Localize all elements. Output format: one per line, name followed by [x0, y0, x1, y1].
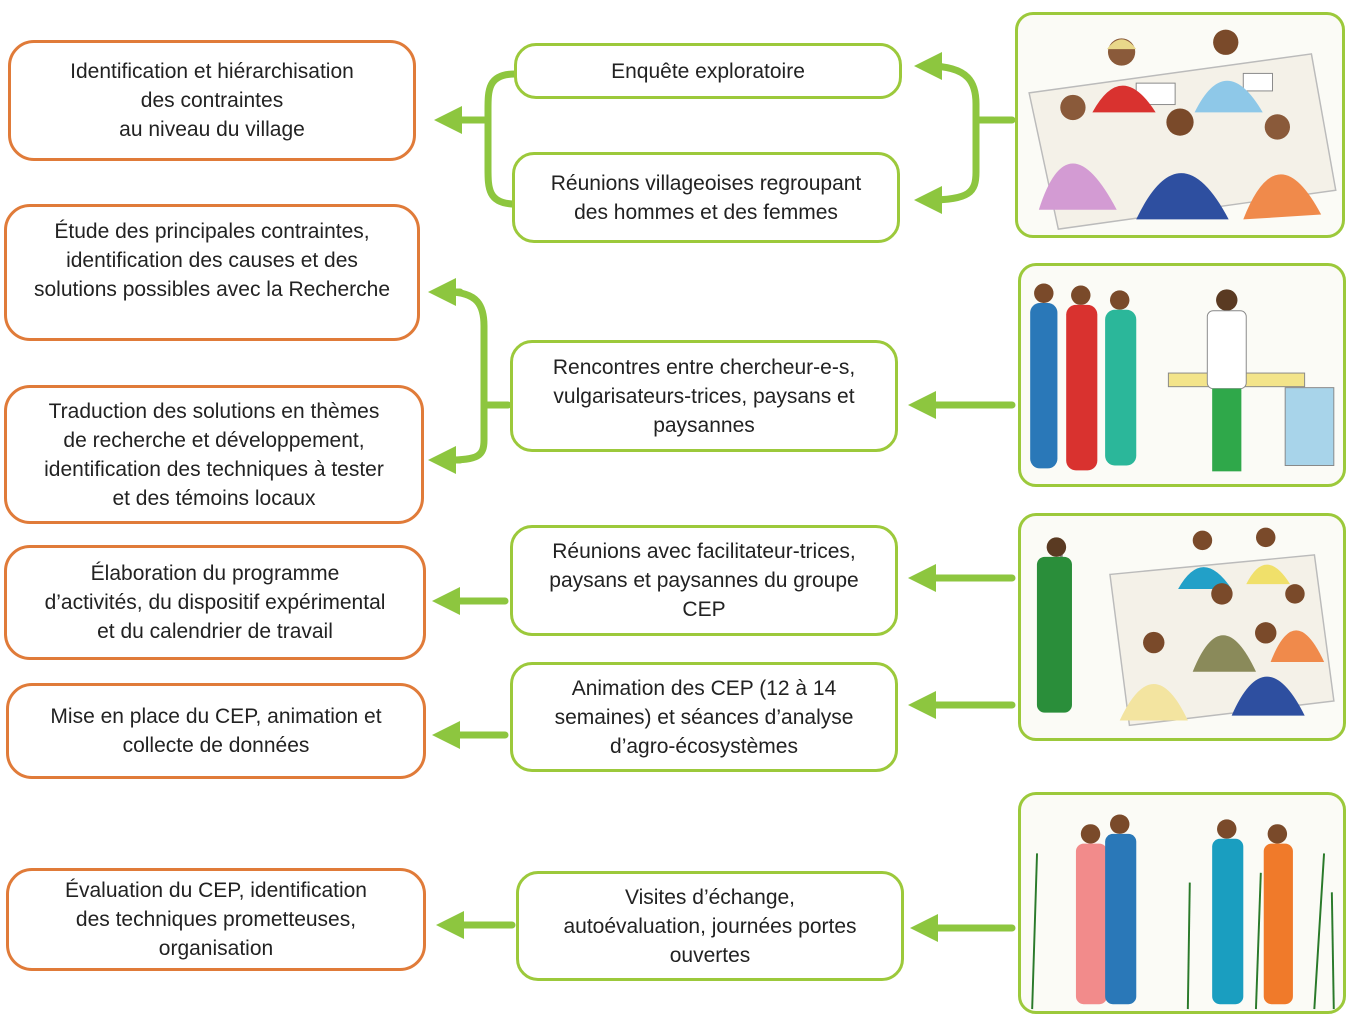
step-5-box: Mise en place du CEP, animation et colle…	[6, 683, 426, 779]
step-1-box: Identification et hiérarchisation des co…	[8, 40, 416, 161]
activity-4-box: Réunions avec facilitateur-trices, paysa…	[510, 525, 898, 636]
activity-6-box: Visites d’échange, autoévaluation, journ…	[516, 871, 904, 981]
step-2-box: Étude des principales contraintes, ident…	[4, 204, 420, 341]
step-6-box: Évaluation du CEP, identification des te…	[6, 868, 426, 971]
researchers-meeting-illustration	[1018, 263, 1346, 487]
step-3-text: Traduction des solutions en thèmes de re…	[44, 399, 384, 510]
field-school-session-illustration	[1018, 513, 1346, 741]
bracket-arrow-2	[444, 288, 488, 464]
activity-6-text: Visites d’échange, autoévaluation, journ…	[563, 885, 857, 967]
activity-5-box: Animation des CEP (12 à 14 semaines) et …	[510, 662, 898, 772]
activity-5-text: Animation des CEP (12 à 14 semaines) et …	[554, 676, 854, 758]
step-4-box: Élaboration du programme d’activités, du…	[4, 545, 426, 660]
village-meeting-illustration	[1015, 12, 1345, 238]
activity-4-text: Réunions avec facilitateur-trices, paysa…	[549, 540, 859, 621]
step-3-box: Traduction des solutions en thèmes de re…	[4, 385, 424, 524]
field-visit-illustration	[1018, 792, 1346, 1014]
field-visit-drawing	[1031, 814, 1335, 1010]
activity-1-text: Enquête exploratoire	[611, 59, 805, 83]
step-5-text: Mise en place du CEP, animation et colle…	[50, 705, 382, 757]
researchers-meeting-drawing	[1030, 283, 1335, 472]
activity-2-box: Réunions villageoises regroupant des hom…	[512, 152, 900, 243]
bracket-arrow-1	[484, 70, 519, 208]
step-6-text: Évaluation du CEP, identification des te…	[65, 879, 367, 960]
activity-1-box: Enquête exploratoire	[514, 43, 902, 99]
activity-2-text: Réunions villageoises regroupant des hom…	[550, 171, 862, 224]
step-2-text: Étude des principales contraintes, ident…	[33, 220, 391, 301]
step-1-text: Identification et hiérarchisation des co…	[70, 60, 354, 141]
step-4-text: Élaboration du programme d’activités, du…	[44, 562, 386, 643]
activity-3-text: Rencontres entre chercheur-e-s, vulgaris…	[552, 355, 856, 437]
village-meeting-drawing	[1028, 29, 1337, 230]
activity-3-box: Rencontres entre chercheur-e-s, vulgaris…	[510, 340, 898, 452]
field-school-session-drawing	[1036, 527, 1335, 727]
bracket-arrow-image-1	[924, 62, 980, 204]
